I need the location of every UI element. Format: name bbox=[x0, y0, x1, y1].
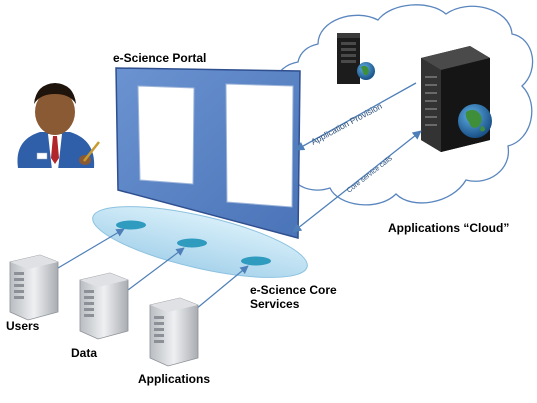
core-node-applications bbox=[241, 256, 271, 266]
core-services-label: e-Science Core Services bbox=[250, 283, 337, 311]
core-services-ellipse bbox=[92, 206, 308, 278]
users-label: Users bbox=[6, 319, 40, 333]
data-label: Data bbox=[71, 346, 98, 360]
applications-label: Applications bbox=[138, 372, 211, 386]
rack-server-large-icon bbox=[421, 46, 492, 152]
person-user-icon bbox=[17, 83, 100, 170]
client-arrows bbox=[57, 228, 249, 310]
server-tower-users-icon bbox=[9, 254, 59, 321]
applications-cloud-label: Applications “Cloud” bbox=[388, 221, 510, 235]
server-tower-data-icon bbox=[79, 272, 129, 340]
core-node-users bbox=[116, 220, 146, 230]
applications-cloud bbox=[268, 4, 534, 206]
core-node-data bbox=[177, 238, 207, 248]
rack-server-small-icon bbox=[337, 33, 375, 84]
core-services-label-line1: e-Science Core bbox=[250, 283, 337, 297]
portal-panel bbox=[115, 67, 301, 239]
server-tower-applications-icon bbox=[149, 297, 199, 367]
core-services-label-line2: Services bbox=[250, 297, 300, 311]
portal-title: e-Science Portal bbox=[113, 51, 207, 65]
